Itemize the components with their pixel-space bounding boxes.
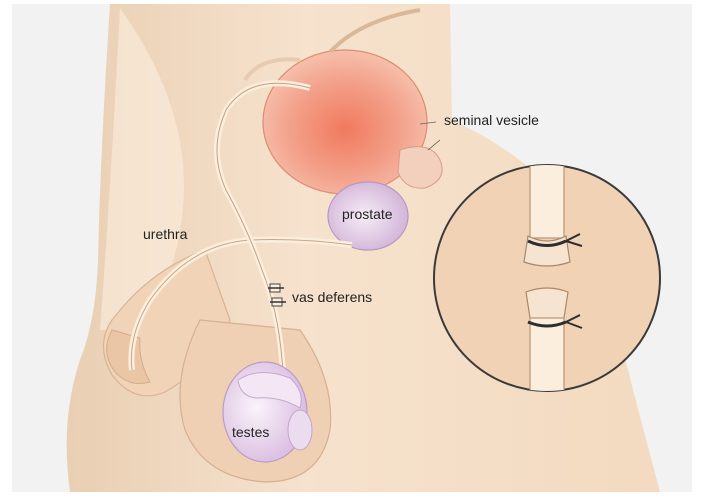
seminal-vesicle — [398, 147, 442, 189]
testes-label: testes — [232, 424, 269, 440]
seminal-vesicle-label: seminal vesicle — [444, 112, 539, 128]
vas-deferens-label: vas deferens — [292, 289, 372, 305]
prostate-label: prostate — [342, 206, 393, 222]
urethra-label: urethra — [143, 226, 187, 242]
